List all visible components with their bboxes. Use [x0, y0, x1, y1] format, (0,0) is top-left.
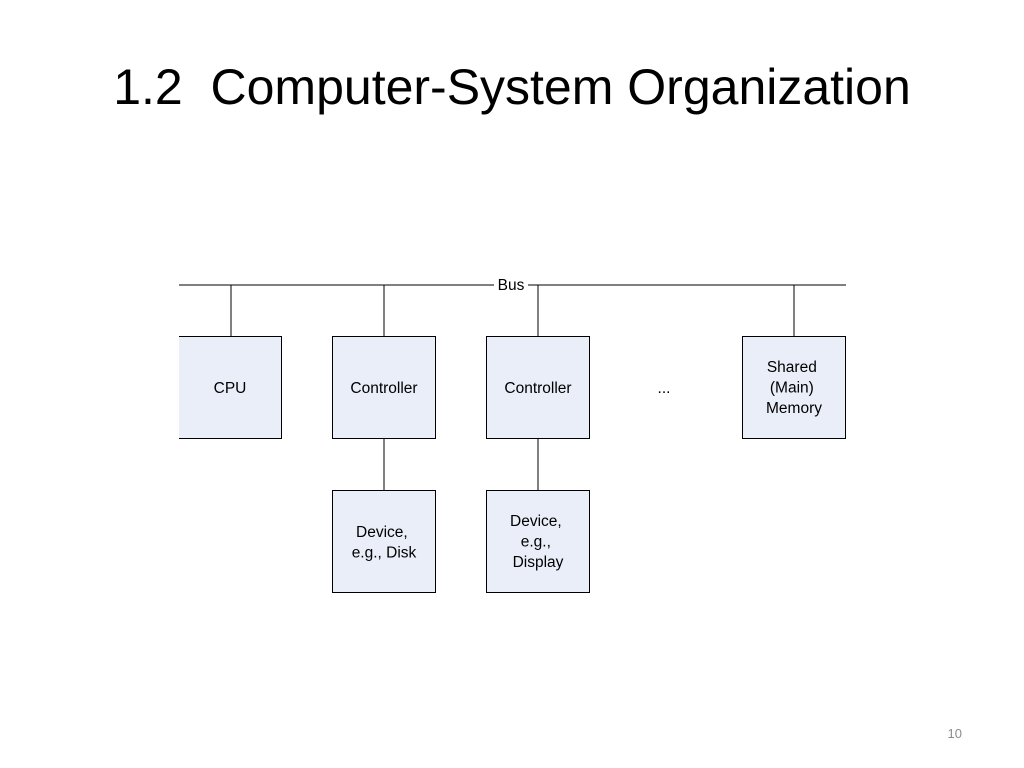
- device-display-label-line-3: Display: [513, 554, 564, 571]
- device-disk-label-line-1: Device,: [356, 524, 408, 541]
- device-display-label-line-2: e.g.,: [521, 534, 551, 551]
- shared-memory-label-line-2: (Main): [770, 380, 814, 397]
- slide-title: 1.2 Computer-System Organization: [113, 59, 911, 115]
- controller-1-label: Controller: [350, 380, 417, 397]
- controller-2-label: Controller: [504, 380, 571, 397]
- controller-2-label-line: Controller: [504, 380, 571, 397]
- cpu-label: CPU: [214, 380, 247, 397]
- device-disk-label: Device, e.g., Disk: [352, 524, 417, 562]
- device-disk-label-line-2: e.g., Disk: [352, 545, 417, 562]
- shared-memory-box: [742, 336, 846, 439]
- controller-1-box: [332, 336, 436, 439]
- controller-2-box: [486, 336, 590, 439]
- shared-memory-label-line-3: Memory: [766, 400, 822, 417]
- device-display-label-line-1: Device,: [510, 513, 562, 530]
- controller-1-label-line: Controller: [350, 380, 417, 397]
- shared-memory-label-line-1: Shared: [767, 359, 817, 376]
- more-devices-ellipsis: ...: [658, 380, 671, 397]
- device-display-box: [486, 490, 590, 593]
- cpu-box: [179, 336, 281, 439]
- cpu-box-border: [179, 336, 282, 439]
- page-number: 10: [947, 726, 962, 741]
- cpu-label-line: CPU: [214, 380, 247, 397]
- device-disk-box: [332, 490, 436, 593]
- bus-label: Bus: [498, 277, 525, 294]
- shared-memory-label: Shared (Main) Memory: [766, 359, 822, 417]
- device-display-label: Device, e.g., Display: [510, 513, 566, 571]
